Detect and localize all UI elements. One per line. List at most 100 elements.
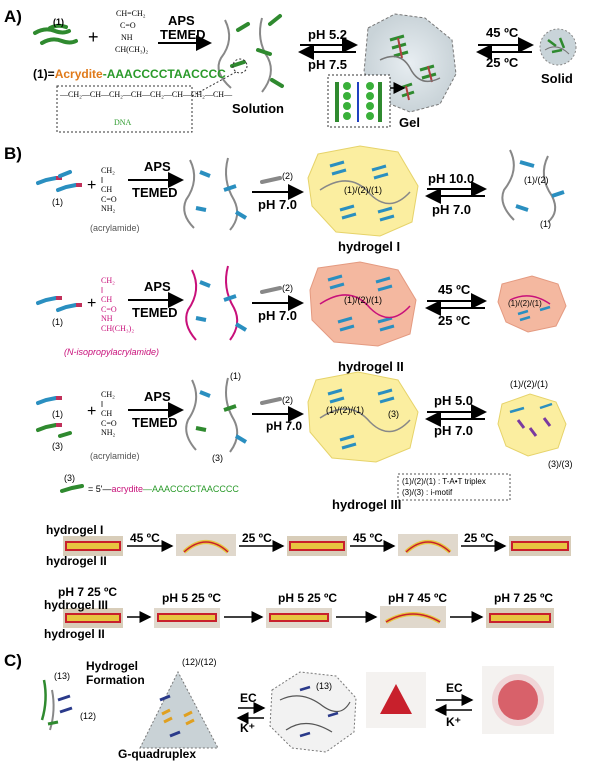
row3-cross: (1)/(2)/(1): [326, 405, 364, 415]
panel-c-graphics: [40, 666, 554, 753]
row2-monomer: (N-isopropylacrylamide): [64, 347, 160, 357]
dissociated-row1: [501, 149, 565, 223]
gel-label: Gel: [399, 115, 420, 130]
solid-particle: [539, 28, 577, 66]
row1-ph: pH 7.0: [258, 197, 298, 212]
row2-back: 25 ºC: [438, 313, 471, 328]
strand-def-3: [60, 484, 84, 493]
strip2-cond-3: pH 7 45 ºC: [388, 591, 448, 605]
strip1-temp-4: 25 ºC: [464, 531, 494, 545]
c-ec2: EC: [446, 681, 463, 695]
c-tag13-right: (13): [316, 681, 333, 691]
c-gq-label: G-quadruplex: [118, 747, 197, 761]
definition-line-a: (1)=Acrydite-AAACCCCTAACCCC: [33, 68, 226, 80]
panel-c-label: C): [4, 651, 22, 670]
c-ec: EC: [240, 691, 257, 705]
row3-ph: pH 7.0: [266, 419, 303, 433]
monomer-line-4: CH(CH₃)₂: [115, 45, 149, 54]
temp-forward-a: 45 ºC: [486, 25, 519, 40]
dna-strand-1b: [40, 37, 78, 45]
row3-right-tag: (1)/(2)/(1): [510, 379, 548, 389]
c-gq-tag: (12)/(12): [182, 657, 217, 667]
c-tag12: (12): [80, 711, 97, 721]
row3-def-seq: —AAACCCCTAACCCC: [143, 484, 239, 494]
row2-fwd: 45 ºC: [438, 282, 471, 297]
reagent-tag-1: (1): [53, 17, 64, 27]
row3-fwd: pH 5.0: [434, 393, 474, 408]
photo-strip-1: [63, 534, 571, 556]
row3-def-text: = 5'—: [88, 484, 112, 494]
g-quadruplex-units: [159, 694, 195, 738]
photo-strip-2: [63, 606, 554, 628]
polymer-backbone: —CH₂—CH—CH₂—CH—CH₂—CH—CH₂—CH—: [60, 90, 233, 99]
monomer-line-3: NH: [121, 33, 133, 42]
panel-b-row1: [36, 145, 565, 237]
strip1-temp-2: 25 ºC: [242, 531, 272, 545]
hydrogel-2-label: hydrogel II: [338, 359, 404, 374]
row3-def-tag: (3): [64, 473, 75, 483]
row3-def-acrydite: acrydite: [111, 484, 143, 494]
c-formation-2: Formation: [86, 673, 145, 687]
strip2-label-top: pH 7 25 ºC: [58, 585, 118, 599]
hydrogel-3-crosslinks: [327, 388, 395, 450]
def-prefix: (1)=: [33, 67, 55, 81]
strands-row1: [36, 170, 82, 192]
c-k2: K⁺: [446, 715, 461, 729]
row2-cross: (1)/(2)/(1): [344, 295, 382, 305]
hydrogel-3-shrunk: [497, 393, 567, 457]
polymer-row3: [185, 377, 248, 453]
legend-line-1: (1)/(2)/(1) : T-A•T triplex: [402, 477, 486, 486]
hydrogel-1-blob: [307, 145, 419, 237]
triangle-gel: [139, 670, 219, 749]
hydrogel-2-shrunk: [497, 275, 567, 333]
temed-label-a: TEMED: [160, 27, 206, 42]
row1-monomer: (acrylamide): [90, 223, 140, 233]
c-tag13: (13): [54, 671, 71, 681]
row2-temed: TEMED: [132, 305, 178, 320]
strip1-temp-3: 45 ºC: [353, 531, 383, 545]
row2-right-tag: (1)/(2)/(1): [508, 299, 542, 308]
monomer-line-1: CH=CH₂: [116, 9, 146, 18]
row1-right-tag: (1)/(2): [524, 175, 549, 185]
red-triangle-gel: [380, 684, 412, 714]
c-k: K⁺: [240, 721, 255, 735]
row3-tag3: (3): [52, 441, 63, 451]
row2-ph: pH 7.0: [258, 308, 298, 323]
polymer-row1: [183, 157, 248, 231]
row1-right-tag2: (1): [540, 219, 551, 229]
row3-tag-mid1: (1): [230, 371, 241, 381]
legend-box-row3: [397, 473, 511, 501]
row2-tag2: (2): [282, 283, 293, 293]
row3-aps: APS: [144, 389, 171, 404]
panel-a-graphics: [33, 13, 577, 133]
monomer-line-2: C=O: [120, 21, 136, 30]
solid-label: Solid: [541, 71, 573, 86]
polymer-structure-box: [56, 85, 193, 133]
strip2-cond-2: pH 5 25 ºC: [278, 591, 338, 605]
row3-plus: +: [87, 403, 97, 420]
row3-monomer: (acrylamide): [90, 451, 140, 461]
plus-sign-a: +: [88, 27, 99, 47]
row2-tag1: (1): [52, 317, 63, 327]
hydrogel-1-crosslinks: [329, 160, 395, 222]
row1-tag2: (2): [282, 171, 293, 181]
row2-aps: APS: [144, 279, 171, 294]
polymer-dna-label: DNA: [114, 118, 132, 127]
row3-tag-mid3: (3): [212, 453, 223, 463]
aps-label-a: APS: [168, 13, 195, 28]
row3-cross3: (3): [388, 409, 399, 419]
hydrogel-1-label: hydrogel I: [338, 239, 401, 254]
legend-line-2: (3)/(3) : i-motif: [402, 488, 453, 497]
i-motif-structure: [335, 82, 382, 122]
hydrogel-3-label: hydrogel III: [332, 497, 402, 512]
row3-definition: = 5'—acrydite—AAACCCCTAACCCC: [88, 485, 239, 494]
row1-fwd: pH 10.0: [428, 171, 475, 186]
row3-temed: TEMED: [132, 415, 178, 430]
dna-strand-1a: [33, 27, 71, 35]
ph-back-a: pH 7.5: [308, 57, 348, 72]
panel-b-row3: [36, 371, 567, 501]
panel-b-label: B): [4, 144, 22, 163]
strip2-label-mid: hydrogel III: [44, 598, 109, 612]
